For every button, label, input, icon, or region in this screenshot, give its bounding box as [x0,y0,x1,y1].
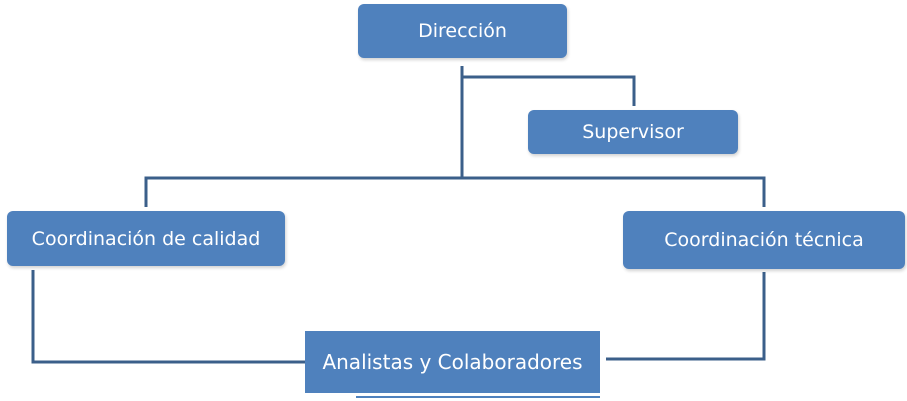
node-coordinacion-calidad: Coordinación de calidad [7,211,285,266]
node-coordinacion-calidad-label: Coordinación de calidad [31,227,261,250]
connector-tecnica-to-analistas [606,272,766,361]
connector-branch-horizontal [144,176,766,207]
node-supervisor: Supervisor [528,110,738,154]
node-coordinacion-tecnica-label: Coordinación técnica [664,229,864,251]
node-direccion-label: Dirección [418,20,507,42]
node-supervisor-label: Supervisor [582,121,684,143]
connector-direccion-to-supervisor [462,75,636,106]
node-direccion: Dirección [358,4,567,58]
node-analistas-colaboradores: Analistas y Colaboradores [305,331,600,393]
node-analistas-colaboradores-label: Analistas y Colaboradores [322,350,583,374]
node-coordinacion-tecnica: Coordinación técnica [623,211,905,269]
analistas-underline-divider [356,396,600,398]
connector-calidad-to-analistas [31,270,305,364]
